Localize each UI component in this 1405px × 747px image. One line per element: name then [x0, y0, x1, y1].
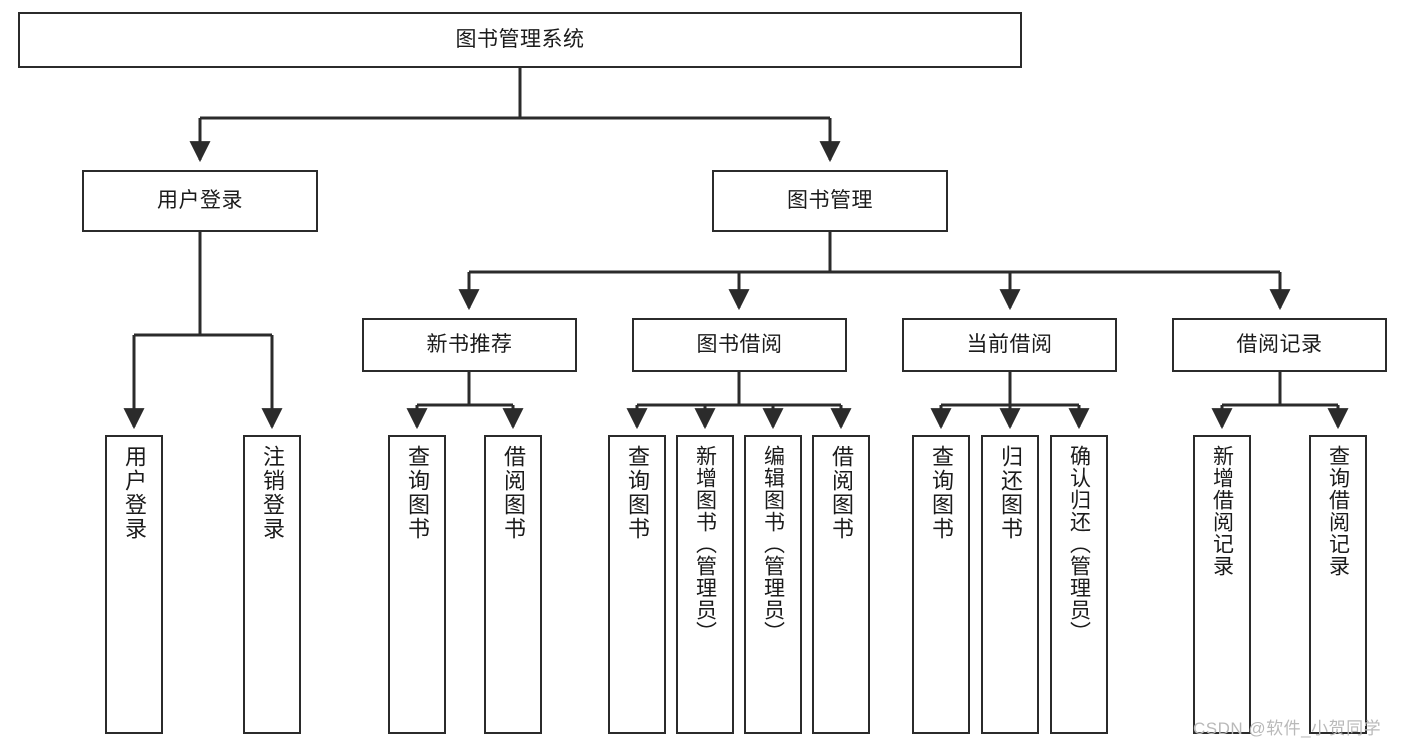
node-leaf-confirm-return-label: 确认归还（管理员） — [1067, 445, 1091, 643]
node-user-login-label: 用户登录 — [157, 189, 243, 213]
node-leaf-query-book-2[interactable]: 查询图书 — [608, 435, 666, 734]
node-leaf-query-book-1[interactable]: 查询图书 — [388, 435, 446, 734]
node-leaf-edit-book-label: 编辑图书（管理员） — [761, 445, 785, 643]
node-leaf-add-record[interactable]: 新增借阅记录 — [1193, 435, 1251, 734]
node-leaf-add-book-label: 新增图书（管理员） — [693, 445, 717, 643]
node-book-borrow[interactable]: 图书借阅 — [632, 318, 847, 372]
node-leaf-query-book-3[interactable]: 查询图书 — [912, 435, 970, 734]
node-book-manage-label: 图书管理 — [787, 189, 873, 213]
node-current-borrow-label: 当前借阅 — [966, 333, 1053, 357]
csdn-watermark: CSDN @软件_小贺同学 — [1193, 719, 1382, 738]
node-leaf-borrow-book-2[interactable]: 借阅图书 — [812, 435, 870, 734]
node-user-login[interactable]: 用户登录 — [82, 170, 318, 232]
node-root[interactable]: 图书管理系统 — [18, 12, 1022, 68]
node-leaf-user-logout-label: 注销登录 — [260, 445, 285, 541]
node-leaf-borrow-book-2-label: 借阅图书 — [829, 445, 854, 541]
node-current-borrow[interactable]: 当前借阅 — [902, 318, 1117, 372]
node-leaf-borrow-book-1[interactable]: 借阅图书 — [484, 435, 542, 734]
node-leaf-borrow-book-1-label: 借阅图书 — [501, 445, 526, 541]
node-leaf-query-book-1-label: 查询图书 — [405, 445, 430, 541]
node-leaf-user-logout[interactable]: 注销登录 — [243, 435, 301, 734]
node-new-book-recommend-label: 新书推荐 — [426, 333, 513, 357]
node-leaf-edit-book[interactable]: 编辑图书（管理员） — [744, 435, 802, 734]
node-leaf-confirm-return[interactable]: 确认归还（管理员） — [1050, 435, 1108, 734]
node-root-label: 图书管理系统 — [455, 28, 585, 52]
node-leaf-add-book[interactable]: 新增图书（管理员） — [676, 435, 734, 734]
node-leaf-return-book[interactable]: 归还图书 — [981, 435, 1039, 734]
node-leaf-user-login[interactable]: 用户登录 — [105, 435, 163, 734]
node-leaf-user-login-label: 用户登录 — [122, 445, 147, 541]
node-leaf-return-book-label: 归还图书 — [998, 445, 1023, 541]
node-book-manage[interactable]: 图书管理 — [712, 170, 948, 232]
node-leaf-query-record-label: 查询借阅记录 — [1326, 445, 1350, 577]
node-new-book-recommend[interactable]: 新书推荐 — [362, 318, 577, 372]
node-leaf-query-record[interactable]: 查询借阅记录 — [1309, 435, 1367, 734]
node-leaf-query-book-3-label: 查询图书 — [929, 445, 954, 541]
node-leaf-add-record-label: 新增借阅记录 — [1210, 445, 1234, 577]
node-leaf-query-book-2-label: 查询图书 — [625, 445, 650, 541]
node-book-borrow-label: 图书借阅 — [696, 333, 783, 357]
node-borrow-record-label: 借阅记录 — [1236, 333, 1323, 357]
node-borrow-record[interactable]: 借阅记录 — [1172, 318, 1387, 372]
